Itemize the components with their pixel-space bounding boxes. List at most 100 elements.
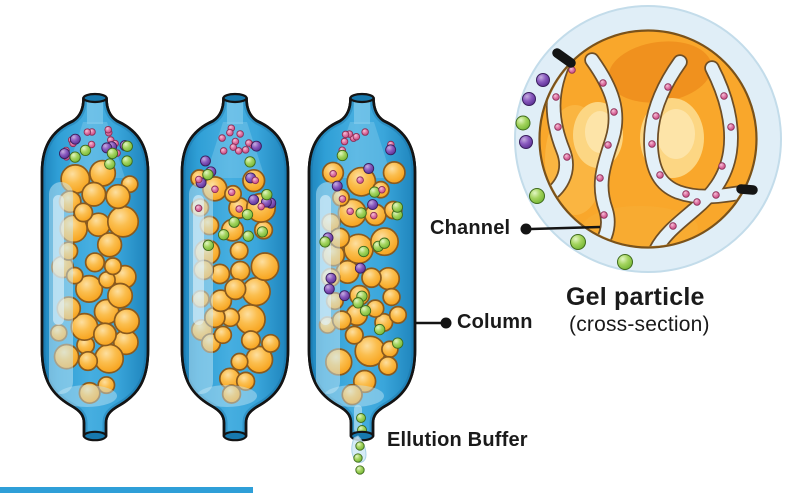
molecule-pink-in-channel [568, 66, 576, 74]
gel-bead [107, 282, 134, 309]
neck-light [354, 98, 370, 124]
molecule-pink-in-channel [669, 222, 677, 230]
gel-bead [240, 330, 262, 351]
gel-bead [103, 257, 122, 276]
ellution-buffer-label: Ellution Buffer [387, 429, 528, 451]
molecule-pink-in-channel [648, 140, 656, 148]
molecule-pink [236, 130, 244, 138]
column-1 [40, 92, 150, 442]
molecule-green-eluting [355, 441, 365, 451]
molecule-pink-on-bead [370, 211, 378, 220]
gel-bead [235, 304, 266, 335]
column-bottom-opening [222, 430, 248, 442]
molecule-pink-on-bead [329, 169, 337, 178]
label-pointers [414, 223, 601, 329]
molecule-purple [331, 180, 343, 192]
molecule-purple-excluded [522, 92, 536, 106]
molecule-pink-in-channel [604, 141, 612, 149]
glass-streak-bottom [197, 385, 257, 407]
column-top-opening [222, 92, 248, 104]
molecule-pink [83, 128, 92, 136]
molecule-green [241, 208, 254, 221]
gel-bead [388, 305, 408, 325]
molecule-green [121, 155, 133, 167]
molecule-pink-in-channel [664, 83, 672, 91]
channel-end-cap [736, 184, 758, 195]
molecule-green [202, 169, 214, 181]
molecule-pink-on-bead [356, 176, 364, 184]
gel-bead [229, 260, 251, 282]
molecule-purple [250, 140, 262, 152]
gel-bead [382, 287, 401, 307]
molecule-purple [325, 272, 337, 284]
molecule-green-excluded [529, 188, 545, 204]
gel-bead [81, 181, 107, 207]
molecule-purple [59, 148, 70, 160]
gel-bead [361, 267, 382, 289]
molecule-green [319, 236, 331, 248]
molecule-pink [234, 147, 243, 155]
molecule-pink [352, 132, 361, 141]
molecule-green [202, 239, 215, 252]
gel-bead [229, 241, 249, 261]
glass-streak-bottom [324, 385, 384, 407]
molecule-green [355, 207, 367, 219]
molecule-pink-on-bead [346, 207, 354, 216]
molecule-green-excluded [617, 254, 633, 270]
channel [586, 54, 622, 247]
molecule-pink [218, 134, 226, 142]
molecule-pink-on-bead [257, 202, 265, 211]
molecule-green [106, 147, 119, 160]
molecule-purple [248, 194, 260, 206]
molecule-green-eluting [353, 453, 363, 463]
molecule-pink [361, 128, 369, 136]
molecule-pink [241, 146, 250, 154]
molecule-purple [200, 155, 211, 167]
molecule-pink-in-channel [600, 211, 608, 219]
molecule-pink-in-channel [693, 198, 701, 206]
molecule-green-eluting [355, 465, 365, 475]
gel-bead [344, 325, 364, 345]
molecule-green [391, 201, 404, 213]
channel [540, 51, 573, 205]
column-top-opening [349, 92, 375, 104]
molecule-pink-in-channel [682, 190, 690, 198]
gel-bead [378, 355, 398, 376]
column-3 [307, 92, 417, 475]
gel-bead [97, 376, 116, 395]
gel-bead [224, 277, 247, 301]
molecule-pink-in-channel [652, 112, 660, 120]
molecule-green [69, 151, 81, 163]
molecule-pink-on-bead [378, 185, 386, 194]
gel-bead [77, 350, 99, 372]
chromatography-columns [40, 92, 417, 475]
molecule-pink [340, 137, 349, 146]
glass-streak-bright [320, 195, 331, 325]
molecule-green [336, 149, 349, 162]
molecule-pink-on-bead [235, 205, 243, 213]
column-pointer-dot [440, 317, 452, 329]
molecule-pink [87, 140, 96, 149]
gel-particle-label: Gel particle [566, 283, 705, 311]
gel-bead [93, 343, 125, 374]
molecule-green-excluded [515, 115, 531, 131]
molecule-pink-in-channel [610, 108, 618, 116]
column-top-opening [82, 92, 108, 104]
molecule-purple-excluded [519, 135, 533, 149]
molecule-green-excluded [570, 234, 586, 250]
molecule-pink-in-channel [563, 153, 571, 161]
molecule-green [368, 186, 381, 198]
molecule-green [217, 229, 230, 241]
molecule-pink-on-bead [227, 188, 236, 197]
molecule-pink-in-channel [712, 191, 720, 199]
gel-bead [105, 183, 131, 210]
gel-bead [78, 381, 101, 405]
molecule-pink-on-bead [251, 176, 260, 185]
molecule-purple [367, 199, 379, 211]
gel-bead [113, 307, 141, 335]
column-contents [42, 98, 148, 439]
molecule-green [244, 156, 256, 168]
neck-light [87, 98, 103, 124]
gel-bead [235, 371, 256, 391]
molecule-pink-in-channel [718, 162, 726, 170]
